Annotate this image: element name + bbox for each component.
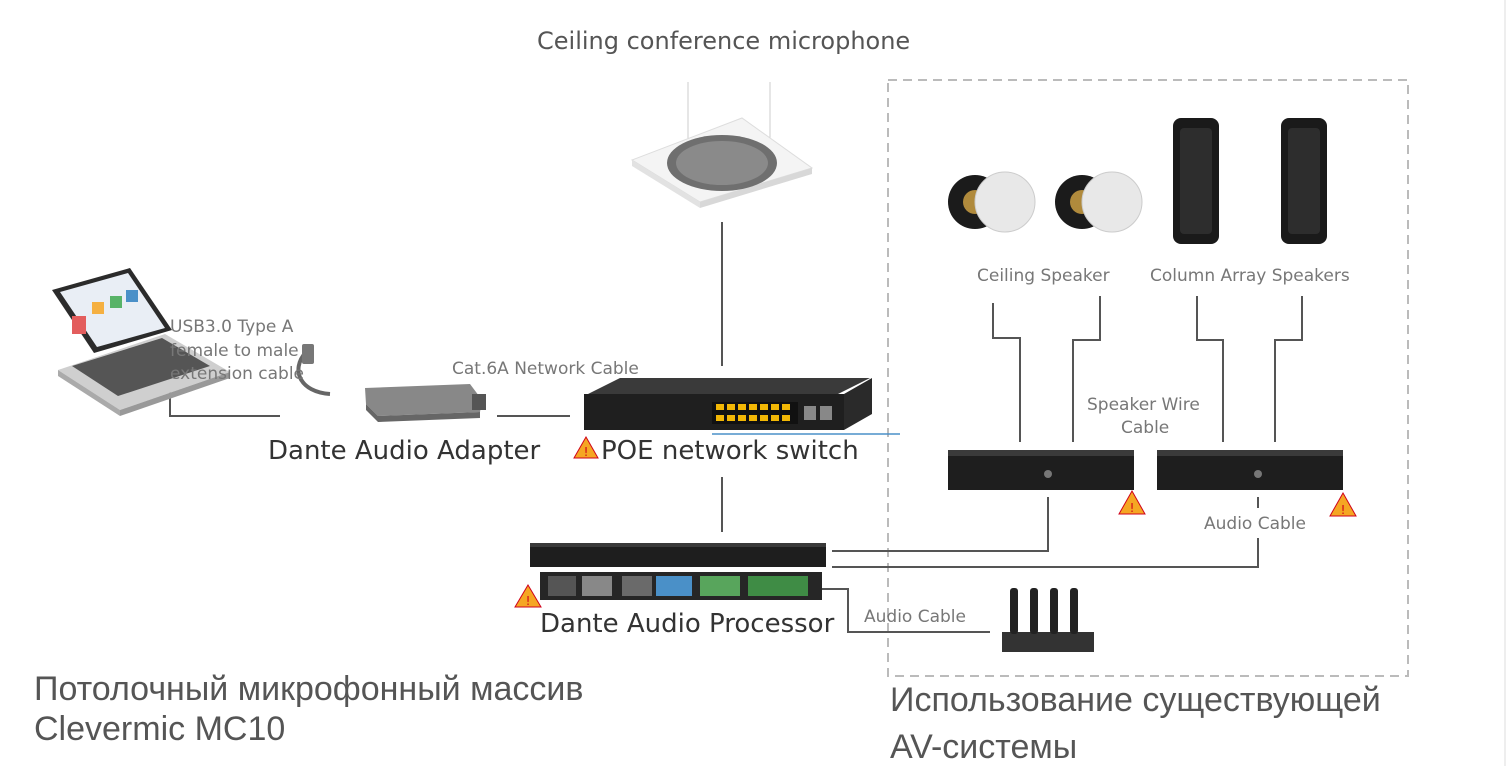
ceiling-microphone-device bbox=[630, 82, 814, 208]
amplifier-2 bbox=[1157, 450, 1343, 490]
svg-text:!: ! bbox=[584, 445, 589, 459]
svg-text:!: ! bbox=[1341, 503, 1346, 517]
column-speaker-2 bbox=[1281, 118, 1327, 244]
warning-icon-amp2: ! bbox=[1329, 491, 1357, 517]
svg-text:!: ! bbox=[526, 594, 531, 608]
laptop-device bbox=[52, 268, 230, 416]
poe-switch-device bbox=[584, 378, 872, 430]
cat6a-cable-label: Cat.6A Network Cable bbox=[452, 359, 639, 379]
dante-adapter-label: Dante Audio Adapter bbox=[268, 436, 541, 466]
speaker-wire-label-line2: Cable bbox=[1121, 418, 1170, 438]
warning-icon-switch: ! bbox=[573, 435, 599, 459]
warning-icon-amp1: ! bbox=[1118, 489, 1146, 515]
dante-processor-label: Dante Audio Processor bbox=[540, 609, 835, 639]
usb-cable-label-line1: USB3.0 Type A bbox=[170, 317, 294, 337]
connection-lines bbox=[169, 222, 1303, 633]
audio-cable-label-right: Audio Cable bbox=[1204, 514, 1306, 534]
caption-left-line1: Потолочный микрофонный массив bbox=[34, 670, 584, 708]
warning-icon-processor: ! bbox=[514, 584, 542, 608]
speaker-wire-label-line1: Speaker Wire bbox=[1087, 395, 1200, 415]
usb-cable-label-line3: extension cable bbox=[170, 364, 305, 384]
existing-av-region bbox=[887, 79, 1409, 677]
ceiling-speaker-pair-2 bbox=[1055, 171, 1143, 233]
svg-text:!: ! bbox=[1130, 501, 1135, 515]
usb-cable-label-line2: female to male bbox=[170, 341, 299, 361]
column-speakers-label: Column Array Speakers bbox=[1150, 266, 1350, 286]
ceiling-mic-label: Ceiling conference microphone bbox=[537, 27, 911, 55]
dante-audio-adapter-device bbox=[296, 344, 486, 422]
amplifier-1 bbox=[948, 450, 1134, 490]
poe-switch-label: POE network switch bbox=[601, 436, 859, 466]
dante-audio-processor-device bbox=[530, 543, 826, 600]
audio-cable-label-bottom: Audio Cable bbox=[864, 607, 966, 627]
caption-right-line2: AV-системы bbox=[890, 728, 1078, 766]
ceiling-speaker-pair-1 bbox=[948, 171, 1036, 233]
wireless-microphone-receiver bbox=[1002, 588, 1094, 652]
caption-left-line2: Clevermic MC10 bbox=[34, 710, 286, 748]
caption-right-line1: Использование существующей bbox=[890, 681, 1381, 719]
column-speaker-1 bbox=[1173, 118, 1219, 244]
ceiling-speaker-label: Ceiling Speaker bbox=[977, 266, 1110, 286]
